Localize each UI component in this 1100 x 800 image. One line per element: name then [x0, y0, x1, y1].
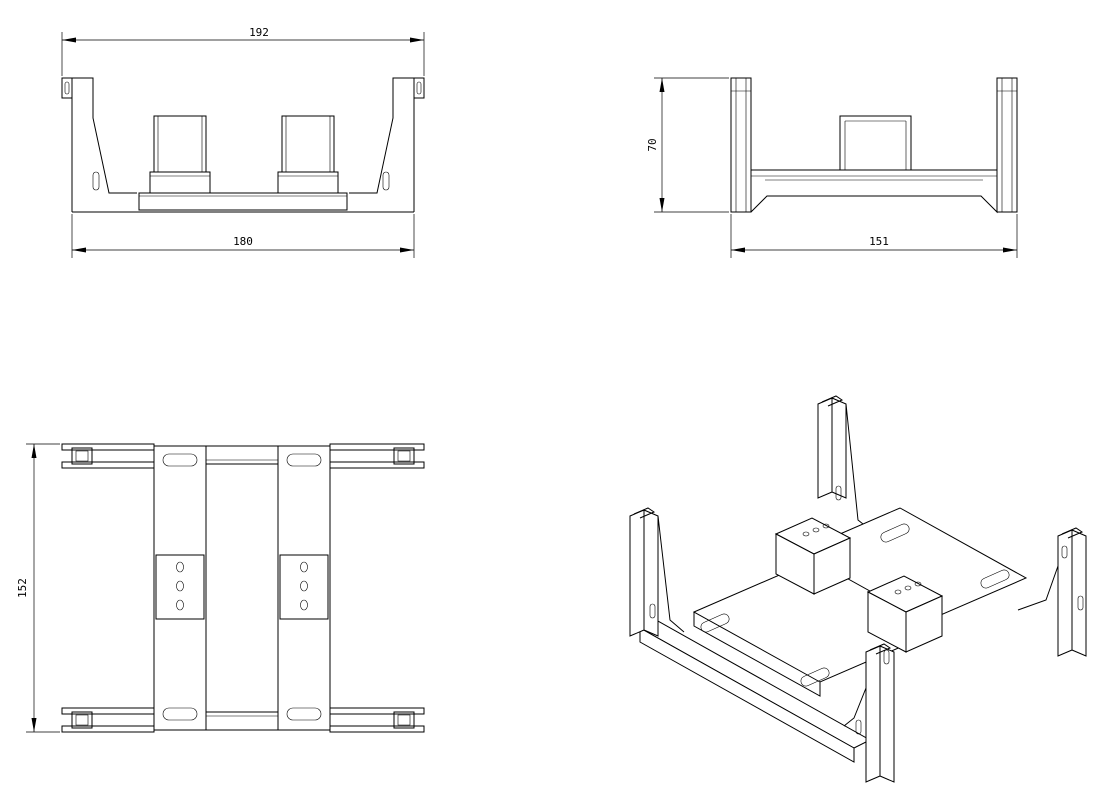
dimension-text-side-height: 70 — [646, 138, 659, 151]
dimension-text-front-bottom: 180 — [233, 235, 253, 248]
dimension-front-bottom: 180 — [72, 214, 414, 258]
front-view — [62, 78, 424, 212]
dimension-text-top-height: 152 — [16, 578, 29, 598]
dimension-side-height: 70 — [646, 78, 729, 212]
dimension-front-top: 192 — [62, 26, 424, 76]
dimension-text-front-top: 192 — [249, 26, 269, 39]
dimension-top-height: 152 — [16, 444, 60, 732]
top-view — [62, 444, 424, 732]
isometric-view — [630, 396, 1086, 782]
side-view — [731, 78, 1017, 212]
dimension-side-width: 151 — [731, 214, 1017, 258]
dimension-text-side-width: 151 — [869, 235, 889, 248]
